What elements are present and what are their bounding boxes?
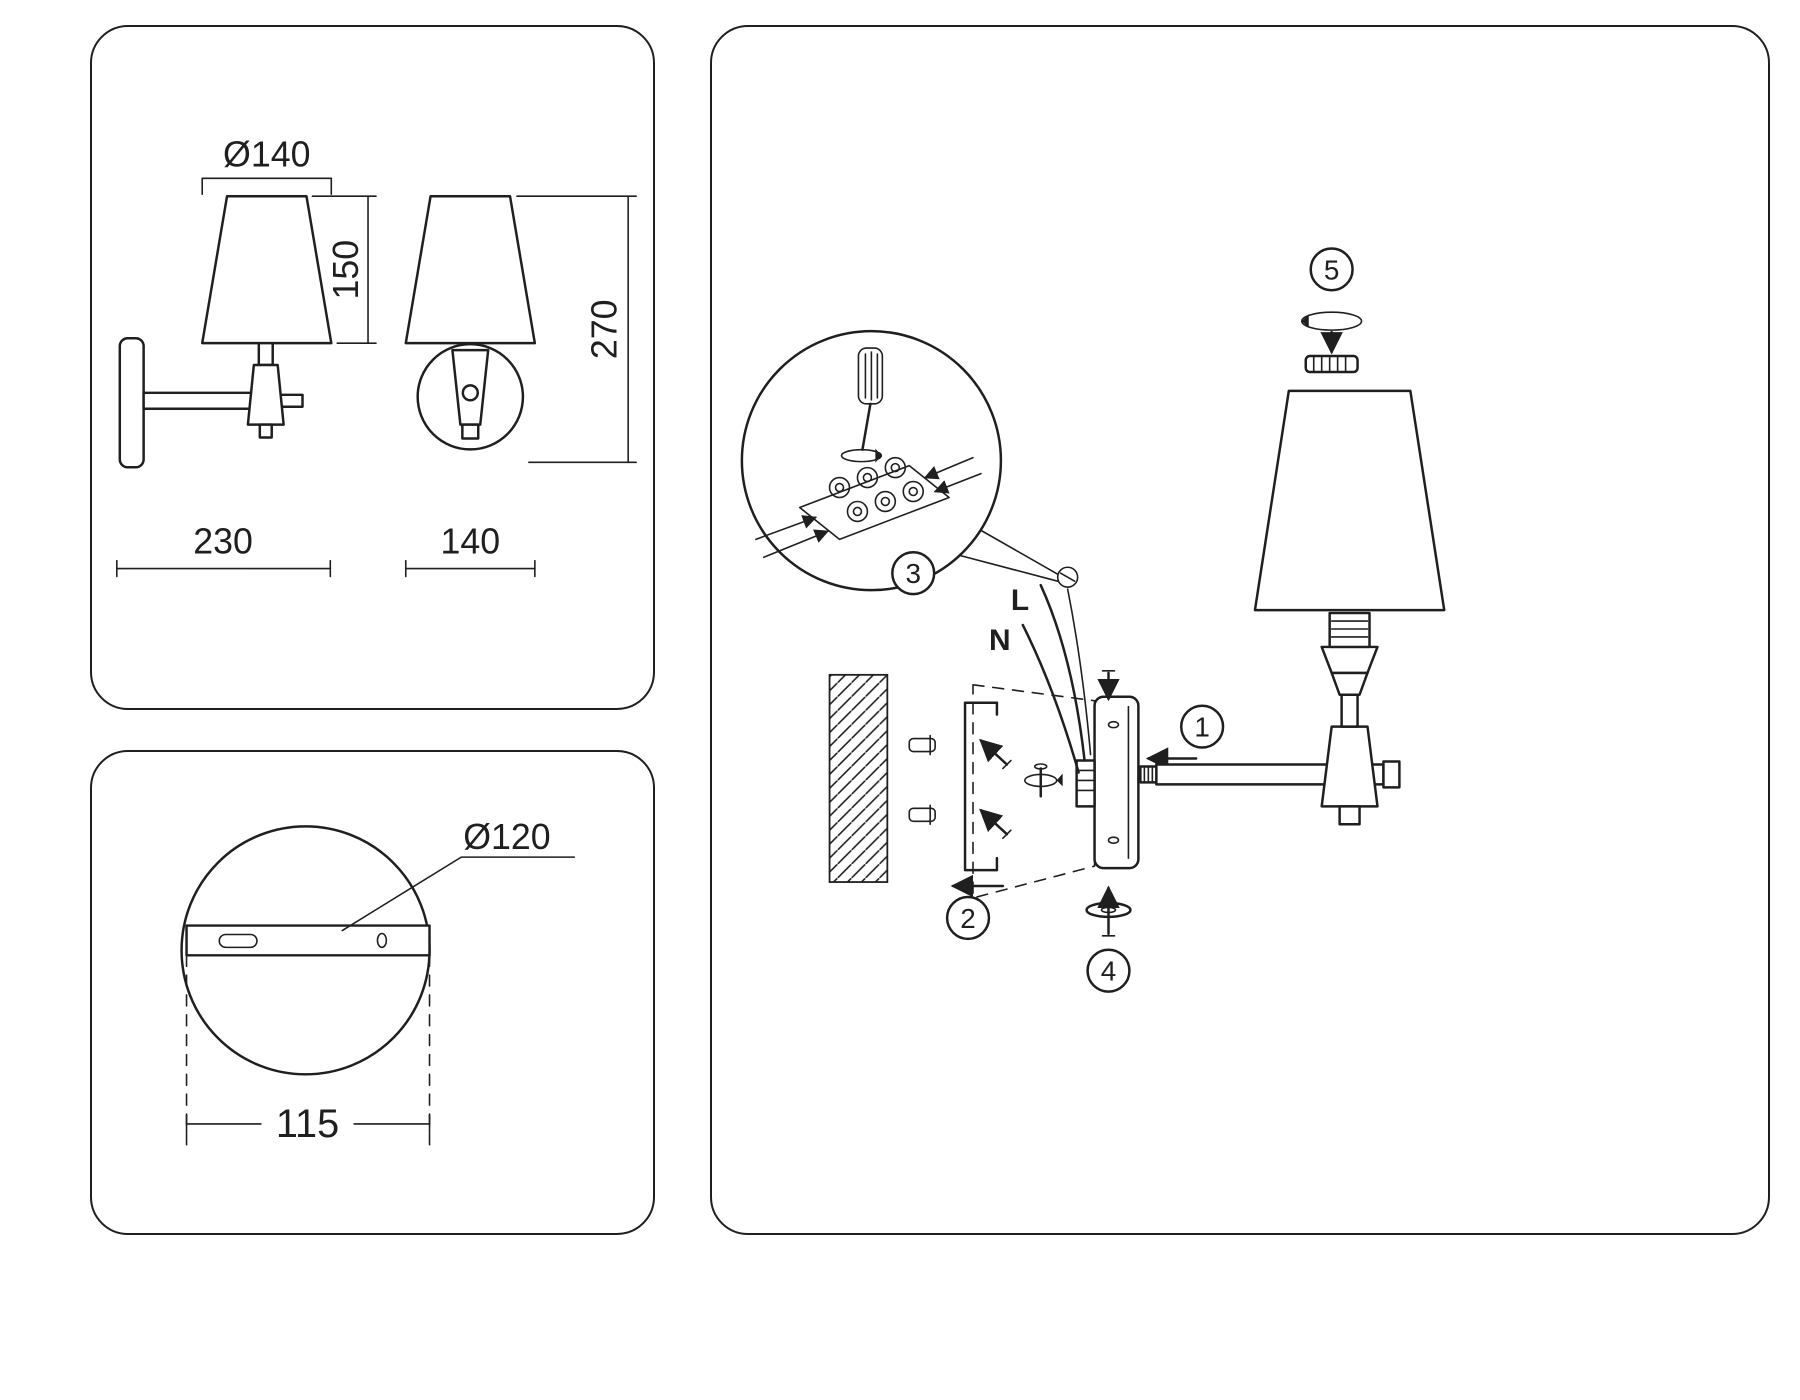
step-5-badge: 5 bbox=[1300, 247, 1363, 374]
mount-spacing-label: 115 bbox=[276, 1102, 339, 1146]
step-3-number: 3 bbox=[905, 558, 921, 589]
step-2-number: 2 bbox=[960, 903, 976, 934]
fixture-depth-label: 230 bbox=[193, 522, 253, 562]
lamp-shade bbox=[1253, 389, 1446, 612]
dimension-drawing: Ø140 150 270 bbox=[116, 134, 637, 578]
dim-fixture-height: 270 bbox=[516, 195, 637, 464]
dim-plate-diameter: Ø120 bbox=[341, 817, 576, 932]
side-view-lamp bbox=[118, 194, 333, 469]
dim-fixture-depth: 230 bbox=[116, 522, 332, 578]
step-4-number: 4 bbox=[1101, 956, 1117, 987]
fixture-height-label: 270 bbox=[584, 299, 624, 359]
mounting-plate bbox=[1075, 695, 1140, 870]
arm-end-cap bbox=[1382, 760, 1401, 789]
assembly-drawing: 3 L N 1 2 bbox=[740, 247, 1446, 993]
fixture-width-label: 140 bbox=[440, 522, 500, 562]
dim-shade-height: 150 bbox=[311, 195, 377, 344]
shade-ring bbox=[1304, 354, 1359, 374]
step-3-badge: 3 bbox=[891, 551, 936, 596]
step-5-number: 5 bbox=[1324, 254, 1340, 285]
mount-screw-icon bbox=[979, 738, 1012, 840]
terminal-block bbox=[798, 456, 950, 541]
wall-section bbox=[828, 673, 889, 883]
step-2-badge: 2 bbox=[945, 874, 1005, 941]
front-view-lamp bbox=[404, 194, 537, 451]
dim-shade-diameter: Ø140 bbox=[201, 134, 333, 196]
keyhole-slot bbox=[218, 933, 258, 949]
arm-threaded-tip bbox=[1139, 765, 1158, 784]
mount-bracket bbox=[963, 683, 1096, 899]
shade-front bbox=[404, 194, 537, 345]
step-1-badge: 1 bbox=[1145, 704, 1225, 770]
ground-screw-icon bbox=[958, 529, 1079, 588]
lamp-socket bbox=[1328, 611, 1371, 649]
dimension-panel: Ø140 150 270 bbox=[90, 25, 655, 710]
wiring-detail-circle: 3 bbox=[740, 329, 1003, 596]
screw-hole bbox=[376, 932, 388, 949]
dim-fixture-width: 140 bbox=[404, 522, 536, 578]
wire-live-label: L bbox=[1011, 584, 1029, 617]
shade-diameter-label: Ø140 bbox=[223, 134, 310, 174]
wire-neutral-label: N bbox=[989, 624, 1011, 657]
terminal-block-side bbox=[1075, 759, 1096, 808]
screwdriver-icon bbox=[840, 347, 884, 463]
base-panel: Ø120 115 bbox=[90, 750, 655, 1235]
plate-diameter-label: Ø120 bbox=[463, 817, 550, 857]
washer-icon bbox=[1085, 901, 1132, 919]
rotation-arrow-icon bbox=[1300, 311, 1363, 331]
adjust-screw-icon bbox=[1024, 763, 1063, 798]
step-4-badge: 4 bbox=[1085, 670, 1132, 993]
assembly-panel: 3 L N 1 2 bbox=[710, 25, 1770, 1235]
terminal-wires bbox=[755, 456, 982, 559]
supply-wires: L N bbox=[989, 583, 1092, 774]
shade-side bbox=[200, 194, 333, 345]
candle-holder bbox=[1320, 725, 1379, 808]
dim-mount-spacing: 115 bbox=[185, 954, 431, 1152]
shade-height-label: 150 bbox=[326, 240, 366, 300]
step-1-number: 1 bbox=[1194, 712, 1210, 743]
mount-bar bbox=[185, 924, 431, 957]
lamp-arm-assembly bbox=[1139, 389, 1446, 826]
wall-anchor-icon bbox=[908, 734, 936, 826]
base-drawing: Ø120 115 bbox=[180, 817, 576, 1152]
